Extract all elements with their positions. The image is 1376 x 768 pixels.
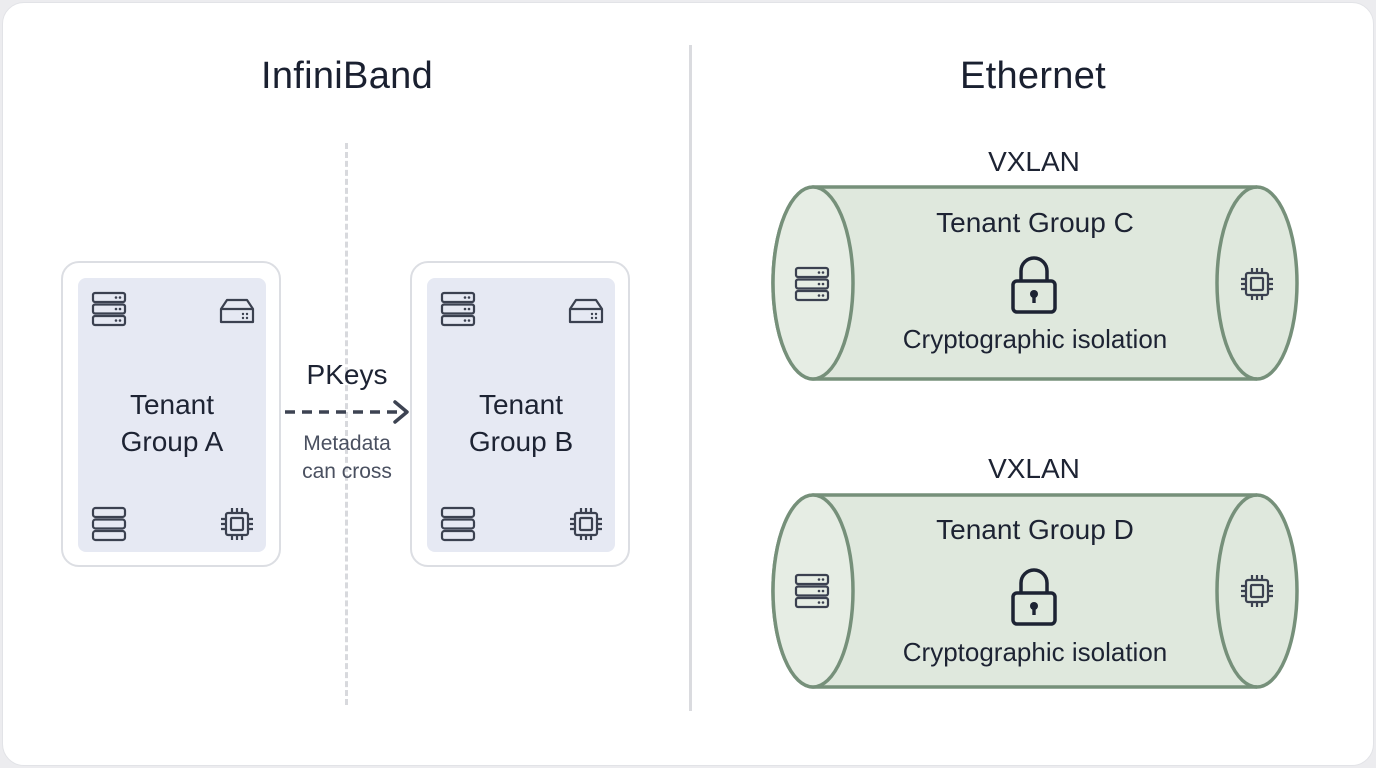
tenant-group-b-card: Tenant Group B [410, 261, 630, 567]
server-icon [794, 266, 830, 302]
tenant-group-a-card: Tenant Group A [61, 261, 281, 567]
cpu-chip-icon [221, 508, 253, 540]
vxlan-label-c: VXLAN [988, 146, 1080, 177]
metadata-note: Metadata can cross [302, 432, 392, 483]
lock-icon [1011, 256, 1057, 314]
pkey-partition-line [345, 143, 348, 705]
section-divider [689, 45, 692, 711]
vxlan-label-d: VXLAN [988, 453, 1080, 484]
tenant-group-d-title: Tenant Group D [936, 514, 1134, 545]
storage-drive-icon [219, 298, 255, 324]
pkeys-label: PKeys [306, 359, 388, 390]
vxlan-tunnel-c [771, 185, 1299, 381]
cpu-chip-icon [1241, 575, 1273, 607]
tenant-group-c-subtitle: Cryptographic isolation [902, 324, 1168, 354]
server-icon [440, 291, 476, 327]
database-icon [440, 506, 476, 542]
tenant-group-b-panel: Tenant Group B [427, 278, 615, 552]
storage-drive-icon [568, 298, 604, 324]
server-icon [91, 291, 127, 327]
tenant-group-b-label: Tenant Group B [468, 389, 574, 457]
tenant-group-a-label: Tenant Group A [120, 389, 224, 457]
ethernet-title: Ethernet [959, 55, 1107, 97]
dashed-arrow-icon [285, 400, 409, 424]
server-icon [794, 573, 830, 609]
lock-icon [1011, 568, 1057, 626]
tenant-group-a-panel: Tenant Group A [78, 278, 266, 552]
database-icon [91, 506, 127, 542]
cpu-chip-icon [1241, 268, 1273, 300]
infiniband-title: InfiniBand [260, 55, 433, 97]
tenant-group-d-subtitle: Cryptographic isolation [902, 637, 1168, 667]
tenant-group-c-title: Tenant Group C [936, 207, 1134, 238]
cpu-chip-icon [570, 508, 602, 540]
vxlan-tunnel-d [771, 493, 1299, 689]
